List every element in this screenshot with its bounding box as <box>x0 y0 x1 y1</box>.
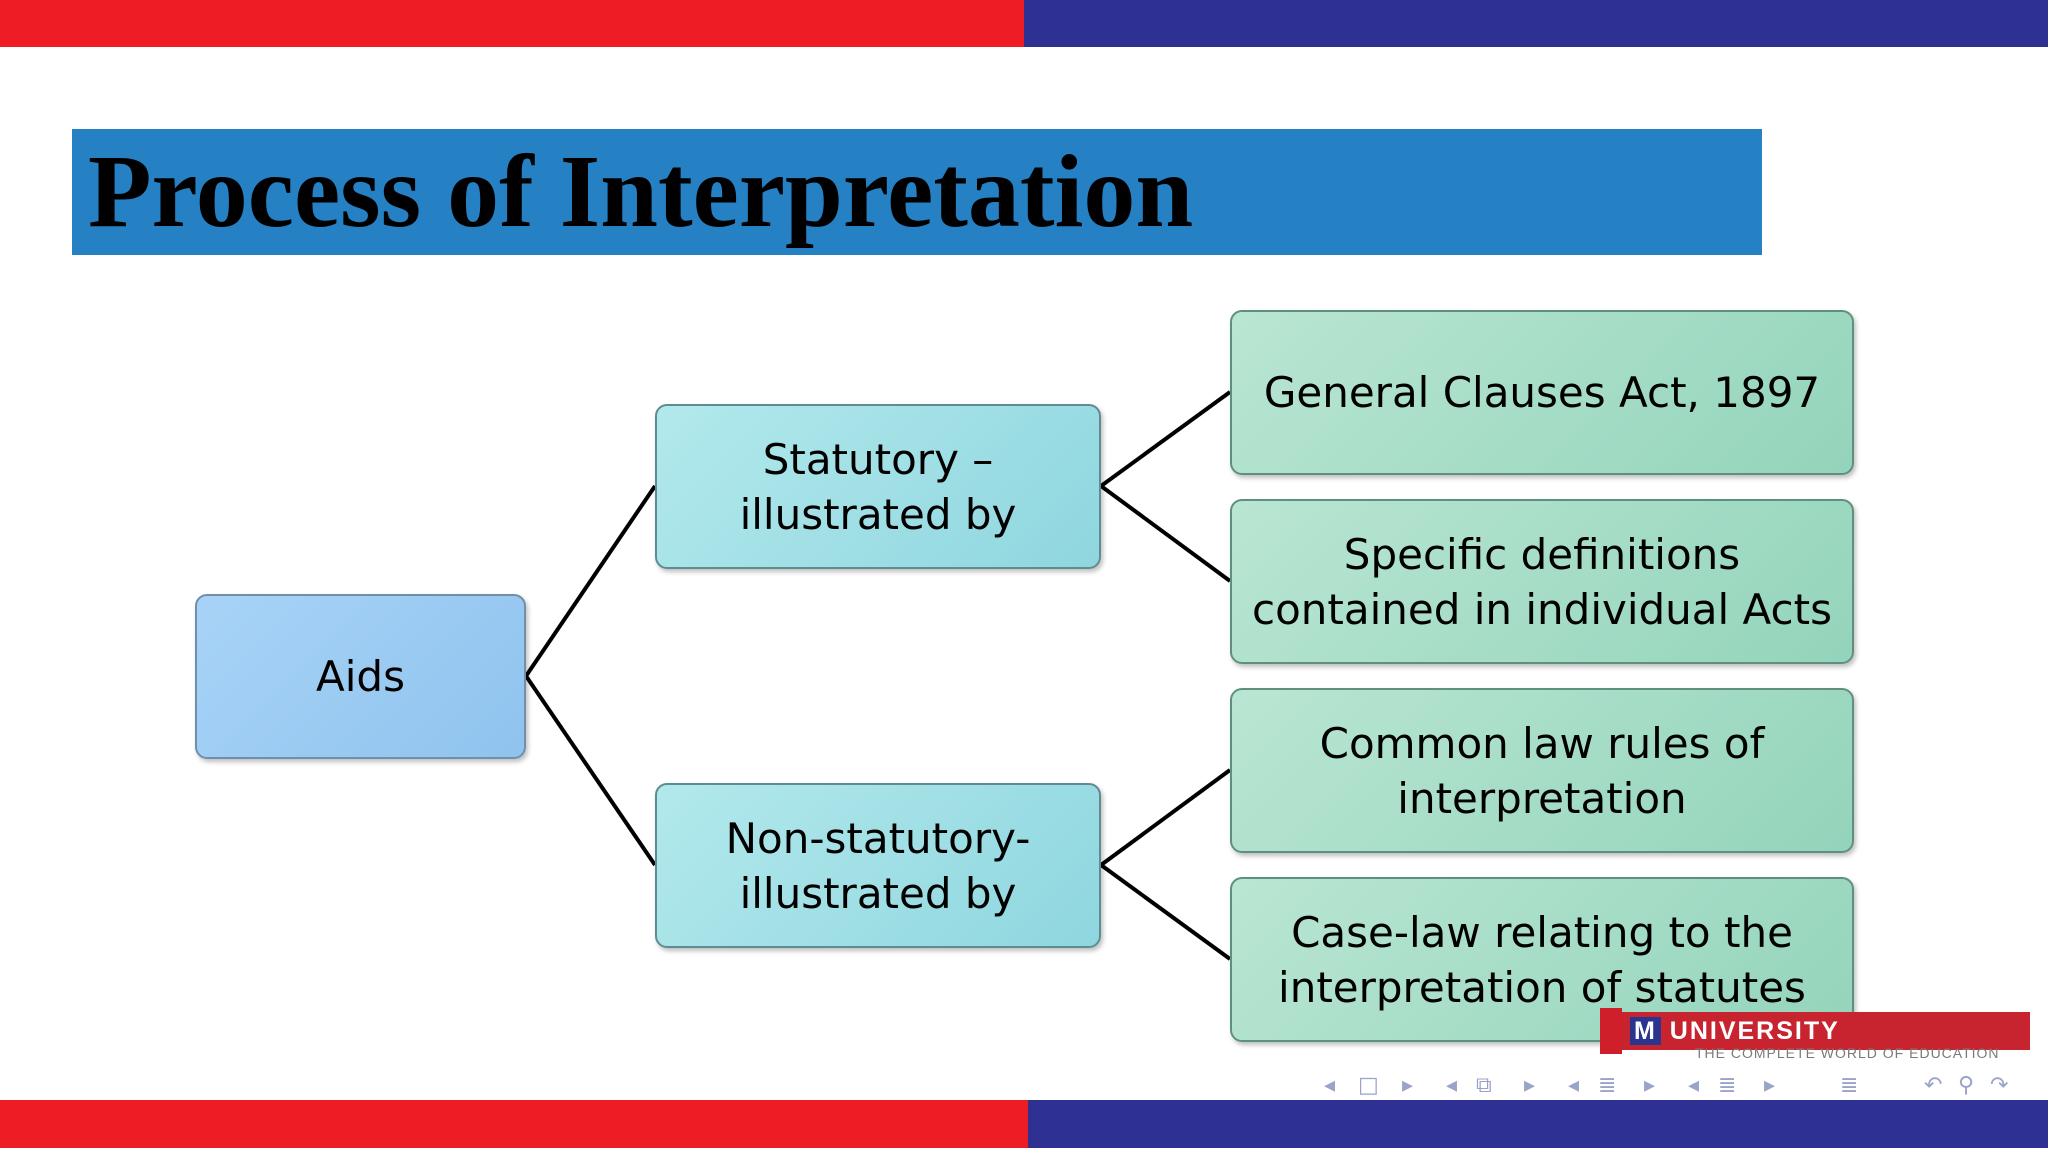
nav-doc-prev-icon[interactable]: ◂ <box>1688 1073 1700 1098</box>
nav-search-icon[interactable]: ⚲ <box>1958 1073 1975 1098</box>
logo-emblem <box>1600 1008 1622 1054</box>
leaf-3-line-2: interpretation <box>1397 773 1687 823</box>
logo-name: UNIVERSITY <box>1669 1017 1840 1045</box>
nav-undo-icon[interactable]: ↶ <box>1924 1073 1943 1098</box>
leaf-4-line-1: Case-law relating to the <box>1291 907 1793 957</box>
nav-section-next-icon[interactable]: ▸ <box>1644 1073 1656 1098</box>
nav-frame-prev-icon[interactable]: ◂ <box>1324 1073 1336 1098</box>
nav-section-prev-icon[interactable]: ◂ <box>1568 1073 1580 1098</box>
node-general-clauses-act: General Clauses Act, 1897 <box>1230 310 1854 475</box>
node-statutory-line-1: Statutory – <box>762 434 994 484</box>
top-bar-blue <box>1024 0 2048 47</box>
connector-non-statutory-leaf-4 <box>1099 863 1232 961</box>
node-non-statutory-line-1: Non-statutory- <box>725 813 1031 863</box>
node-aids-label: Aids <box>316 652 405 701</box>
bottom-bar-red <box>0 1100 1028 1148</box>
logo-letter: M <box>1630 1017 1661 1045</box>
node-non-statutory: Non-statutory- illustrated by <box>655 783 1101 948</box>
title-band <box>72 129 1762 255</box>
connector-statutory-leaf-1 <box>1099 390 1232 488</box>
top-bar-red <box>0 0 1024 47</box>
nav-doc-next-icon[interactable]: ▸ <box>1764 1073 1776 1098</box>
university-logo: M UNIVERSITY THE COMPLETE WORLD OF EDUCA… <box>1600 1008 2030 1061</box>
leaf-3-line-1: Common law rules of <box>1319 718 1765 768</box>
logo-tagline: THE COMPLETE WORLD OF EDUCATION <box>1695 1045 2000 1061</box>
nav-subsection-icon[interactable]: ⧉ <box>1476 1073 1492 1098</box>
nav-outline-icon[interactable]: ≣ <box>1840 1073 1859 1098</box>
beamer-navigation: ◂ □ ▸ ◂ ⧉ ▸ ◂ ≣ ▸ ◂ ≣ ▸ ≣ ↶ ⚲ ↷ <box>1320 1073 2030 1105</box>
connector-statutory-leaf-2 <box>1099 484 1232 583</box>
nav-redo-icon[interactable]: ↷ <box>1990 1073 2009 1098</box>
nav-subsection-next-icon[interactable]: ▸ <box>1524 1073 1536 1098</box>
slide-title: Process of Interpretation <box>88 134 1194 249</box>
connector-non-statutory-leaf-3 <box>1099 768 1232 867</box>
logo-wordmark: M UNIVERSITY <box>1622 1012 2030 1050</box>
connector-aids-non-statutory <box>524 674 657 867</box>
nav-frame-next-icon[interactable]: ▸ <box>1402 1073 1414 1098</box>
nav-doc-icon[interactable]: ≣ <box>1718 1073 1737 1098</box>
nav-frame-icon[interactable]: □ <box>1358 1073 1379 1098</box>
connector-aids-statutory <box>524 484 657 678</box>
leaf-1-line-1: General Clauses Act, 1897 <box>1263 368 1821 417</box>
node-statutory-line-2: illustrated by <box>739 489 1017 539</box>
node-common-law-rules: Common law rules of interpretation <box>1230 688 1854 853</box>
bottom-bar-blue <box>1028 1100 2048 1148</box>
nav-subsection-prev-icon[interactable]: ◂ <box>1446 1073 1458 1098</box>
leaf-4-line-2: interpretation of statutes <box>1278 962 1806 1012</box>
node-statutory: Statutory – illustrated by <box>655 404 1101 569</box>
node-non-statutory-line-2: illustrated by <box>739 868 1017 918</box>
node-aids: Aids <box>195 594 526 759</box>
leaf-2-line-1: Specific definitions <box>1343 529 1741 579</box>
leaf-2-line-2: contained in individual Acts <box>1251 584 1832 634</box>
node-specific-definitions: Specific definitions contained in indivi… <box>1230 499 1854 664</box>
nav-section-icon[interactable]: ≣ <box>1598 1073 1617 1098</box>
node-case-law: Case-law relating to the interpretation … <box>1230 877 1854 1042</box>
